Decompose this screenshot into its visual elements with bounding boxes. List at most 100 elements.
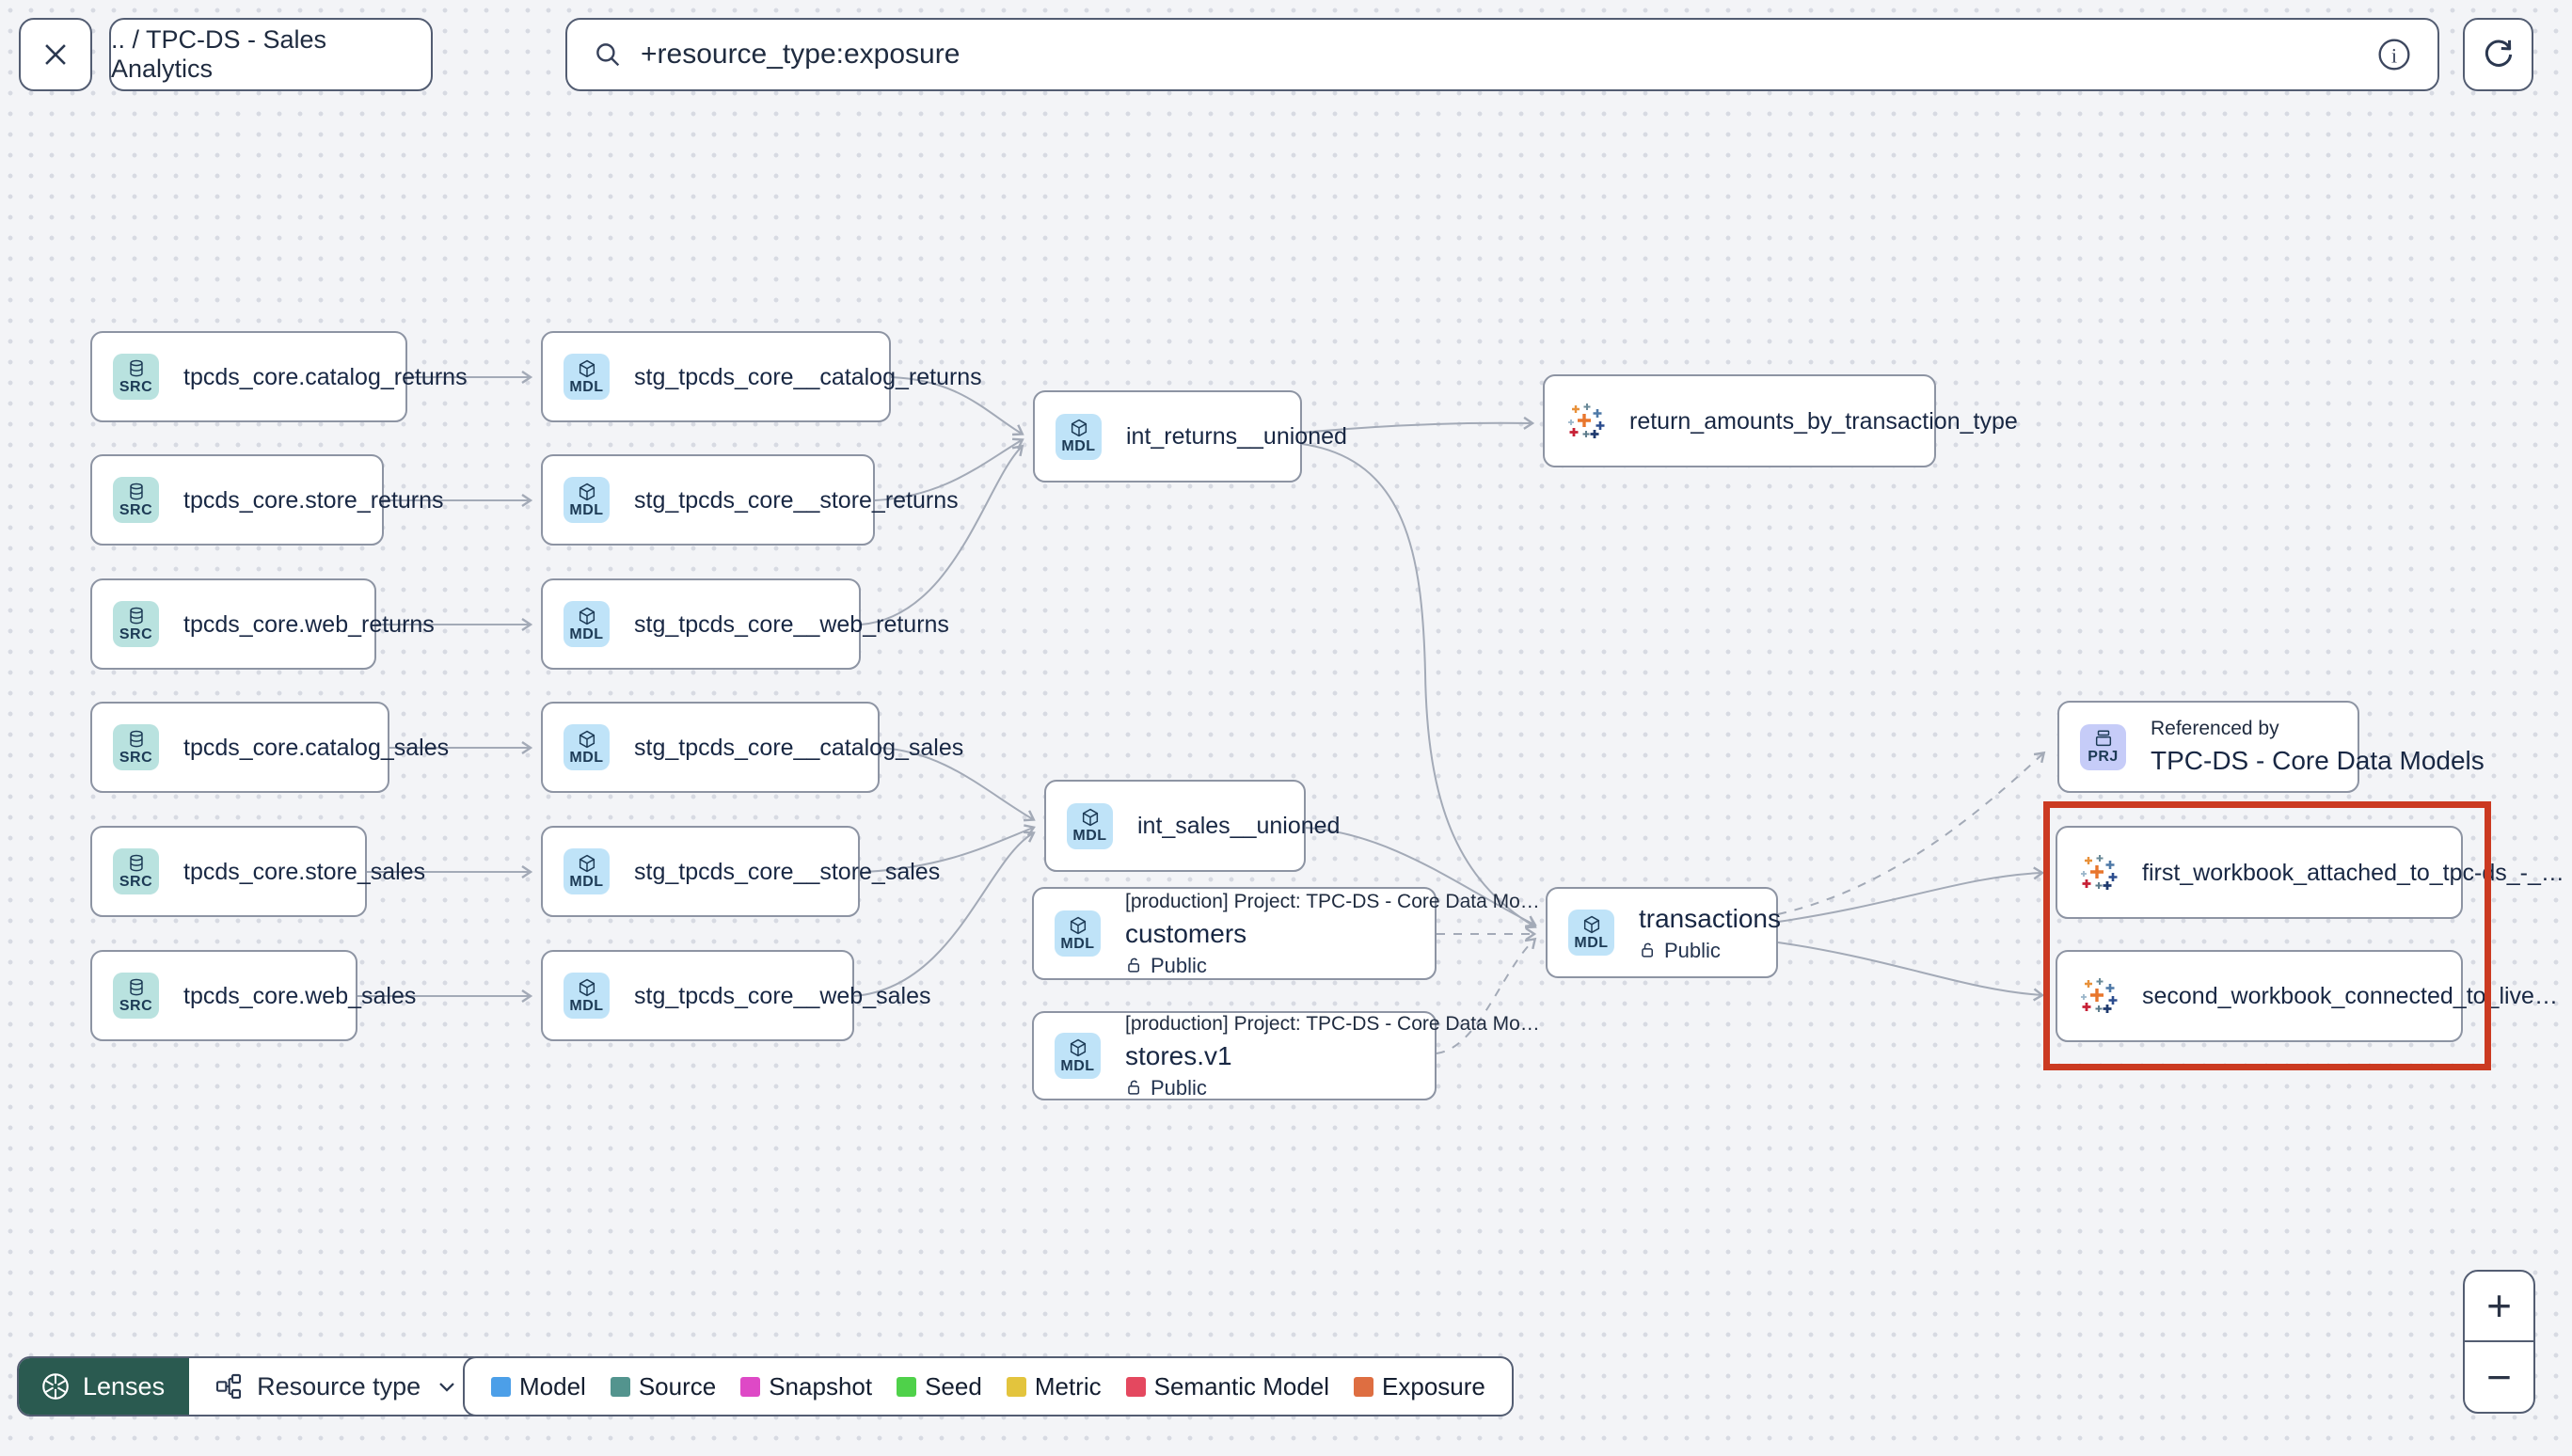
- mdl-badge: MDL: [564, 601, 610, 647]
- node-transactions[interactable]: MDL transactions Public: [1546, 887, 1781, 978]
- mdl-badge-label: MDL: [1060, 935, 1095, 952]
- source-database-icon: [129, 854, 143, 871]
- node-stg-store-sales[interactable]: MDL stg_tpcds_core__store_sales: [541, 826, 941, 917]
- legend-label: Exposure: [1382, 1371, 1485, 1401]
- source-database-icon: [129, 978, 143, 995]
- node-title: tpcds_core.catalog_sales: [183, 734, 450, 761]
- mdl-badge: MDL: [1568, 910, 1614, 956]
- legend-swatch: [610, 1376, 630, 1397]
- exposure-tableau-icon: [1568, 403, 1605, 438]
- close-icon: [45, 44, 66, 65]
- node-src-catalog-returns[interactable]: SRC tpcds_core.catalog_returns: [90, 331, 468, 422]
- search-input[interactable]: [639, 38, 2360, 71]
- edge-stores-v1-to-transactions: [1436, 937, 1537, 1054]
- mdl-badge: MDL: [564, 477, 610, 523]
- model-cube-icon: [579, 978, 595, 996]
- src-badge: SRC: [113, 601, 159, 647]
- legend-swatch: [897, 1376, 917, 1397]
- edge-int-sales-unioned-to-transactions: [1305, 827, 1537, 927]
- mdl-badge: MDL: [1056, 413, 1102, 460]
- legend-swatch: [1125, 1376, 1146, 1397]
- node-src-catalog-sales[interactable]: SRC tpcds_core.catalog_sales: [90, 702, 450, 793]
- node-title: transactions: [1639, 903, 1781, 933]
- source-database-icon: [129, 359, 143, 376]
- mdl-badge-label: MDL: [569, 749, 604, 766]
- node-stg-web-sales[interactable]: MDL stg_tpcds_core__web_sales: [541, 950, 931, 1041]
- zoom-controls[interactable]: + −: [2463, 1270, 2535, 1414]
- info-icon[interactable]: i: [2375, 36, 2413, 73]
- node-title: int_sales__unioned: [1137, 813, 1341, 839]
- node-title: stg_tpcds_core__store_sales: [634, 858, 941, 885]
- node-stg-store-returns[interactable]: MDL stg_tpcds_core__store_returns: [541, 454, 959, 546]
- lenses-button[interactable]: Lenses: [19, 1358, 190, 1415]
- node-src-web-sales[interactable]: SRC tpcds_core.web_sales: [90, 950, 416, 1041]
- node-customers[interactable]: MDL [production] Project: TPC-DS - Core …: [1032, 887, 1540, 980]
- source-database-icon: [129, 483, 143, 499]
- mdl-badge-label: MDL: [569, 873, 604, 890]
- edge-transactions-to-first-workbook-exposure: [1777, 866, 2045, 923]
- legend: Model Source Snapshot Seed Metric Semant…: [463, 1356, 1514, 1416]
- edge-stg-web-returns-to-int-returns-unioned: [860, 444, 1024, 625]
- node-title: TPC-DS - Core Data Models: [2151, 746, 2485, 775]
- access-row: Public: [1125, 952, 1420, 980]
- edge-transactions-to-referenced-by-project: [1777, 751, 2046, 915]
- node-stg-catalog-returns[interactable]: MDL stg_tpcds_core__catalog_returns: [541, 331, 982, 422]
- close-button[interactable]: [19, 18, 92, 91]
- exposure-tableau-icon: [2081, 854, 2118, 890]
- node-title: return_amounts_by_transaction_type: [1629, 407, 2018, 435]
- legend-label: Snapshot: [769, 1371, 873, 1401]
- src-badge: SRC: [113, 848, 159, 894]
- node-stg-web-returns[interactable]: MDL stg_tpcds_core__web_returns: [541, 578, 949, 670]
- zoom-out-button[interactable]: −: [2486, 1352, 2512, 1401]
- lenses-aperture-icon: [42, 1373, 69, 1400]
- zoom-in-button[interactable]: +: [2465, 1272, 2533, 1342]
- legend-swatch: [1006, 1376, 1026, 1397]
- mdl-badge: MDL: [1067, 802, 1113, 849]
- mdl-badge: MDL: [564, 724, 610, 770]
- mdl-badge-label: MDL: [1574, 934, 1609, 951]
- legend-item-snapshot: Snapshot: [740, 1372, 872, 1401]
- node-title: stg_tpcds_core__web_returns: [634, 610, 949, 638]
- node-int-returns-unioned[interactable]: MDL int_returns__unioned: [1033, 390, 1347, 483]
- lenses-control[interactable]: Lenses Resource type: [17, 1356, 487, 1416]
- node-return-amounts-exposure[interactable]: return_amounts_by_transaction_type: [1543, 374, 2018, 467]
- node-title: stg_tpcds_core__catalog_returns: [634, 363, 982, 390]
- node-second-workbook-exposure[interactable]: second_workbook_connected_to_live…: [2056, 950, 2558, 1042]
- access-label: Public: [1664, 938, 1721, 962]
- src-badge-label: SRC: [119, 873, 153, 890]
- resource-type-dropdown[interactable]: Resource type: [189, 1358, 484, 1415]
- refresh-button[interactable]: [2463, 18, 2533, 91]
- svg-text:i: i: [2391, 43, 2397, 67]
- node-src-store-sales[interactable]: SRC tpcds_core.store_sales: [90, 826, 425, 917]
- chevron-down-icon: [439, 1383, 454, 1392]
- node-stg-catalog-sales[interactable]: MDL stg_tpcds_core__catalog_sales: [541, 702, 963, 793]
- edge-stg-web-sales-to-int-sales-unioned: [853, 831, 1036, 997]
- src-badge-label: SRC: [119, 378, 153, 395]
- src-badge: SRC: [113, 724, 159, 770]
- node-title: first_workbook_attached_to_tpc-ds_-_…: [2142, 859, 2564, 886]
- mdl-badge-label: MDL: [1072, 828, 1107, 844]
- node-title: stg_tpcds_core__store_returns: [634, 486, 959, 514]
- node-src-web-returns[interactable]: SRC tpcds_core.web_returns: [90, 578, 435, 670]
- node-title: stores.v1: [1125, 1040, 1232, 1070]
- mdl-badge-label: MDL: [1060, 1057, 1095, 1074]
- search-bar[interactable]: i: [565, 18, 2439, 91]
- breadcrumb[interactable]: .. / TPC-DS - Sales Analytics: [109, 18, 433, 91]
- node-first-workbook-exposure[interactable]: first_workbook_attached_to_tpc-ds_-_…: [2056, 826, 2564, 919]
- model-cube-icon: [1583, 915, 1599, 933]
- legend-swatch: [491, 1376, 511, 1397]
- node-int-sales-unioned[interactable]: MDL int_sales__unioned: [1044, 780, 1341, 872]
- edge-int-returns-unioned-to-transactions: [1301, 443, 1537, 929]
- node-stores-v1[interactable]: MDL [production] Project: TPC-DS - Core …: [1032, 1011, 1540, 1100]
- node-title: stg_tpcds_core__web_sales: [634, 982, 931, 1009]
- node-title: tpcds_core.web_returns: [183, 610, 435, 638]
- breadcrumb-label: .. / TPC-DS - Sales Analytics: [111, 25, 327, 83]
- legend-label: Metric: [1034, 1371, 1102, 1401]
- node-src-store-returns[interactable]: SRC tpcds_core.store_returns: [90, 454, 444, 546]
- model-cube-icon: [1071, 419, 1087, 437]
- exposure-tableau-icon: [2081, 978, 2118, 1013]
- legend-item-model: Model: [491, 1372, 586, 1401]
- resource-type-icon: [216, 1373, 242, 1400]
